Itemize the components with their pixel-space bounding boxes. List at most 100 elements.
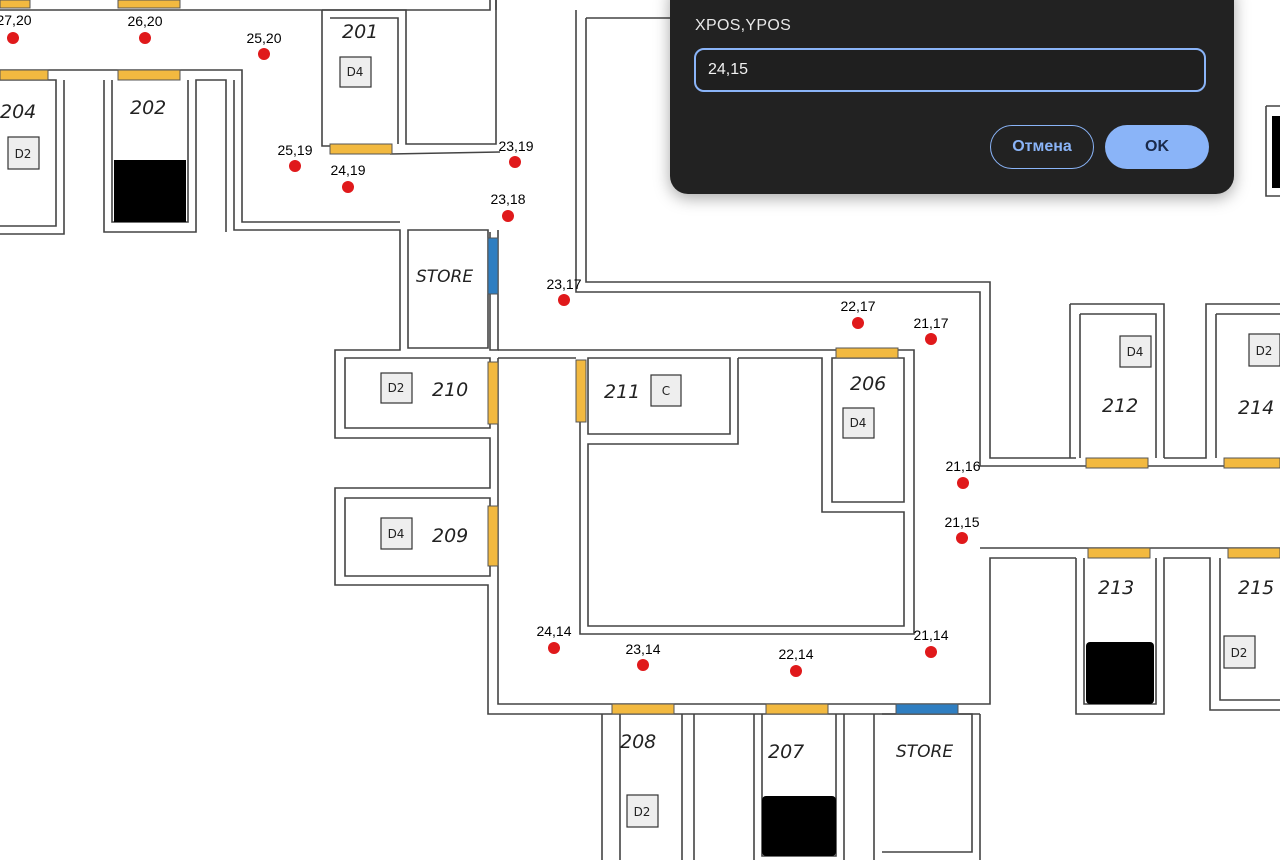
- point-label: 21,17: [913, 315, 948, 331]
- point-label: 21,15: [944, 514, 979, 530]
- point-marker[interactable]: [852, 317, 864, 329]
- badge-210: D2: [388, 381, 405, 395]
- wall: [1164, 303, 1280, 459]
- door: [1085, 457, 1149, 469]
- point-label: 25,19: [277, 142, 312, 158]
- room-202-wall: [103, 79, 227, 233]
- room-label-214: 214: [1238, 397, 1274, 419]
- point-marker[interactable]: [342, 181, 354, 193]
- point-marker[interactable]: [502, 210, 514, 222]
- badge-212: D4: [1127, 345, 1144, 359]
- badge-box: [380, 517, 413, 550]
- badge-201: D4: [347, 65, 364, 79]
- room-label-207: 207: [768, 741, 804, 763]
- point-marker[interactable]: [925, 646, 937, 658]
- point-label: 22,14: [778, 646, 813, 662]
- room-209-wall: [344, 497, 491, 577]
- room-label-215: 215: [1238, 577, 1274, 599]
- wall: [587, 357, 905, 627]
- room-label-209: 209: [432, 525, 468, 547]
- room-label-213: 213: [1098, 577, 1134, 599]
- point-marker[interactable]: [258, 48, 270, 60]
- door: [575, 359, 587, 423]
- wall: [498, 349, 915, 635]
- store-label-top: STORE: [416, 267, 473, 287]
- badge-211: C: [662, 384, 670, 398]
- door: [487, 505, 499, 567]
- dark-panel-213: [1086, 642, 1154, 704]
- badge-box: [1119, 335, 1152, 368]
- badge-box: [7, 136, 40, 170]
- wall: [233, 80, 612, 715]
- point-marker[interactable]: [289, 160, 301, 172]
- room-210-wall: [344, 357, 491, 429]
- room-label-206: 206: [850, 373, 886, 395]
- door: [117, 0, 181, 9]
- wall: [1265, 105, 1280, 197]
- door: [611, 703, 675, 715]
- door: [0, 69, 49, 81]
- dialog-label: XPOS,YPOS: [695, 17, 792, 34]
- room-label-202: 202: [130, 97, 166, 119]
- point-marker[interactable]: [957, 477, 969, 489]
- door: [0, 0, 31, 9]
- wall: [843, 714, 875, 860]
- room-label-201: 201: [342, 21, 378, 43]
- room-204-wall: [0, 80, 65, 235]
- wall: [619, 714, 755, 860]
- door: [487, 237, 499, 295]
- door: [487, 361, 499, 425]
- wall: [389, 151, 501, 155]
- door: [1087, 547, 1151, 559]
- door: [895, 703, 959, 715]
- point-marker[interactable]: [7, 32, 19, 44]
- badge-box: [1223, 635, 1256, 669]
- door: [1223, 457, 1280, 469]
- point-marker[interactable]: [790, 665, 802, 677]
- point-label: 25,20: [246, 30, 281, 46]
- point-marker[interactable]: [548, 642, 560, 654]
- room-212-inner: [1079, 313, 1157, 458]
- point-label: 21,14: [913, 627, 948, 643]
- badge-box: [650, 374, 682, 407]
- cancel-button[interactable]: Отмена: [990, 125, 1094, 169]
- point-marker[interactable]: [956, 532, 968, 544]
- badge-box: [626, 794, 659, 828]
- room-201-inner: [330, 17, 399, 144]
- wall: [575, 10, 1076, 467]
- point-label: 23,19: [498, 138, 533, 154]
- room-201-wall: [321, 0, 497, 147]
- point-label: 24,19: [330, 162, 365, 178]
- badge-box: [842, 407, 875, 439]
- badge-215: D2: [1231, 646, 1248, 660]
- ok-button[interactable]: OK: [1105, 125, 1209, 169]
- point-marker[interactable]: [558, 294, 570, 306]
- wall: [0, 0, 491, 11]
- room-label-210: 210: [432, 379, 468, 401]
- room-215-wall: [1219, 558, 1280, 701]
- dark-panel-202: [114, 160, 186, 222]
- point-label: 23,17: [546, 276, 581, 292]
- badge-206: D4: [850, 416, 867, 430]
- badge-box: [1248, 333, 1280, 367]
- room-213-wall: [1075, 557, 1280, 715]
- point-label: 23,18: [490, 191, 525, 207]
- point-marker[interactable]: [925, 333, 937, 345]
- room-label-208: 208: [620, 731, 656, 753]
- door: [117, 69, 181, 81]
- coordinate-input[interactable]: [694, 48, 1206, 92]
- point-marker[interactable]: [139, 32, 151, 44]
- badge-214: D2: [1256, 344, 1273, 358]
- store-top-wall: [407, 229, 489, 349]
- door: [329, 143, 393, 155]
- store-label-bottom: STORE: [896, 742, 953, 762]
- point-marker[interactable]: [637, 659, 649, 671]
- store-bottom-wall: [882, 713, 973, 853]
- badge-208: D2: [634, 805, 651, 819]
- point-label: 27,20: [0, 12, 32, 28]
- dark-panel-right: [1272, 116, 1280, 188]
- room-211-wall: [587, 357, 731, 435]
- coordinate-prompt-dialog: XPOS,YPOS Отмена OK: [670, 0, 1234, 194]
- point-marker[interactable]: [509, 156, 521, 168]
